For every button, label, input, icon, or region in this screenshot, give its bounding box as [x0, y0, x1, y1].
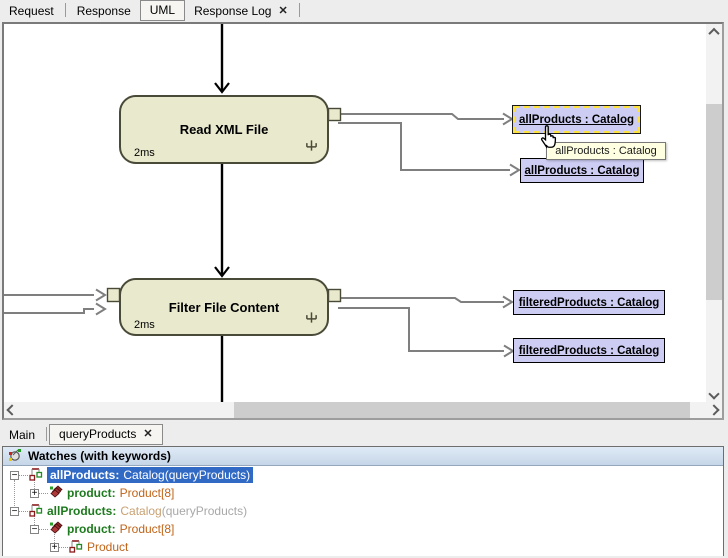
scroll-left-button[interactable] [4, 402, 20, 418]
tab-separator [65, 3, 66, 17]
bottom-tab-bar: Main queryProducts ✕ [0, 420, 728, 446]
chevron-right-icon [708, 404, 719, 415]
collapse-toggle[interactable]: − [10, 471, 19, 480]
fork-icon [305, 311, 318, 329]
close-tab-icon[interactable]: ✕ [278, 6, 287, 17]
tab-response[interactable]: Response [68, 1, 140, 22]
uml-canvas[interactable]: Read XML File 2ms Filter File Content 2m… [4, 24, 706, 402]
product-stack-icon [49, 521, 63, 538]
activity-title: Filter File Content [169, 300, 280, 315]
hand-cursor-icon [535, 123, 559, 154]
tab-request[interactable]: Request [0, 1, 63, 22]
output-port[interactable] [329, 290, 341, 302]
input-port[interactable] [108, 289, 120, 302]
activity-duration: 2ms [134, 319, 155, 331]
vertical-scroll-thumb[interactable] [706, 104, 722, 300]
output-port[interactable] [329, 109, 341, 121]
horizontal-scroll-thumb[interactable] [234, 402, 690, 418]
tab-separator [299, 3, 300, 17]
vertical-scrollbar[interactable] [706, 24, 722, 402]
chevron-down-icon [708, 388, 719, 399]
product-stack-icon [49, 485, 63, 502]
watches-tree: − allProducts:Catalog(queryProducts) + [3, 466, 723, 556]
scroll-down-button[interactable] [706, 386, 722, 402]
tab-queryproducts[interactable]: queryProducts ✕ [49, 424, 163, 445]
watches-header: Watches (with keywords) [3, 447, 723, 466]
watch-row[interactable]: + product:Product[8] [3, 484, 723, 502]
tab-response-log[interactable]: Response Log ✕ [185, 1, 297, 22]
watch-row[interactable]: + Product [3, 538, 723, 556]
watch-row[interactable]: − allProducts:Catalog(queryProducts) [3, 502, 723, 520]
scroll-right-button[interactable] [706, 402, 722, 418]
tab-separator [46, 427, 47, 441]
tab-main[interactable]: Main [0, 425, 44, 446]
chevron-left-icon [6, 404, 17, 415]
scroll-up-button[interactable] [706, 24, 722, 40]
horizontal-scrollbar[interactable] [4, 402, 722, 418]
watches-panel: Watches (with keywords) − allProducts:Ca… [2, 446, 724, 556]
watches-icon [8, 448, 22, 465]
object-node-filteredproducts[interactable]: filteredProducts : Catalog [513, 338, 665, 363]
object-node-icon [69, 539, 83, 556]
expand-toggle[interactable]: + [50, 543, 59, 552]
activity-filter-file-content[interactable]: Filter File Content 2ms [119, 278, 329, 336]
top-tab-bar: Request Response UML Response Log ✕ [0, 0, 728, 22]
activity-title: Read XML File [180, 122, 269, 137]
collapse-toggle[interactable]: − [30, 525, 39, 534]
expand-toggle[interactable]: + [30, 489, 39, 498]
fork-icon [305, 139, 318, 157]
collapse-toggle[interactable]: − [10, 507, 19, 516]
activity-read-xml-file[interactable]: Read XML File 2ms [119, 95, 329, 164]
activity-duration: 2ms [134, 147, 155, 159]
object-node-icon [29, 503, 43, 520]
chevron-up-icon [708, 28, 719, 39]
object-node-icon [29, 467, 43, 484]
tooltip: allProducts : Catalog [546, 142, 666, 160]
tab-uml[interactable]: UML [140, 0, 185, 21]
watch-row[interactable]: − product:Product[8] [3, 520, 723, 538]
object-node-allproducts[interactable]: allProducts : Catalog [520, 158, 644, 183]
selected-watch-text: allProducts:Catalog(queryProducts) [47, 467, 253, 483]
uml-diagram-panel: Read XML File 2ms Filter File Content 2m… [2, 22, 724, 420]
object-node-filteredproducts[interactable]: filteredProducts : Catalog [513, 290, 665, 315]
watch-row[interactable]: − allProducts:Catalog(queryProducts) [3, 466, 723, 484]
watches-title: Watches (with keywords) [28, 449, 171, 463]
object-node-allproducts-selected[interactable]: allProducts : Catalog [513, 106, 640, 133]
close-tab-icon[interactable]: ✕ [143, 429, 152, 440]
